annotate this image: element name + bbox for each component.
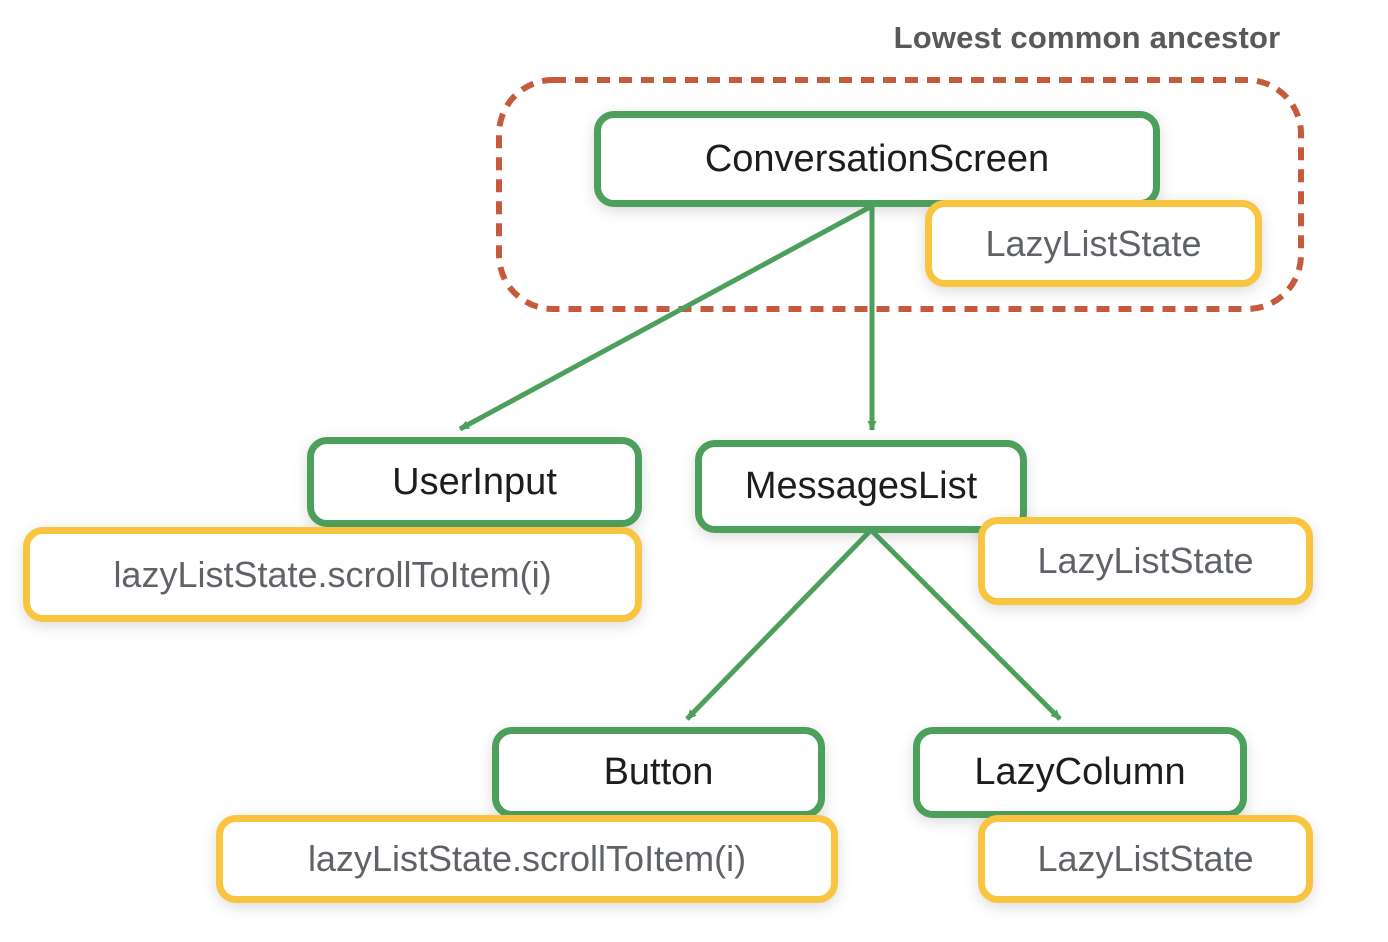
- lowest-common-ancestor-outline: [496, 77, 1304, 312]
- edge-messageslist-lazycolumn: [869, 528, 1062, 721]
- node-button-label: Button: [603, 751, 714, 793]
- node-conversationscreen: ConversationScreen: [594, 111, 1160, 207]
- edge-messageslist-button: [685, 528, 873, 721]
- call-badge-button-label: lazyListState.scrollToItem(i): [307, 838, 747, 879]
- node-messageslist: MessagesList: [695, 440, 1027, 533]
- node-button: Button: [492, 727, 825, 818]
- node-userinput-label: UserInput: [392, 460, 557, 503]
- state-badge-messageslist-label: LazyListState: [1037, 540, 1254, 581]
- state-badge-conversationscreen: LazyListState: [925, 200, 1262, 287]
- edge-conversationscreen-userinput: [458, 204, 872, 432]
- node-messageslist-label: MessagesList: [744, 465, 978, 507]
- state-badge-lazycolumn-label: LazyListState: [1037, 838, 1254, 879]
- state-badge-conversationscreen-label: LazyListState: [985, 222, 1202, 264]
- state-badge-messageslist: LazyListState: [978, 517, 1313, 605]
- node-userinput: UserInput: [307, 437, 642, 527]
- call-badge-button: lazyListState.scrollToItem(i): [216, 815, 838, 903]
- call-badge-userinput: lazyListState.scrollToItem(i): [23, 527, 642, 622]
- node-lazycolumn-label: LazyColumn: [974, 751, 1186, 793]
- call-badge-userinput-label: lazyListState.scrollToItem(i): [113, 553, 552, 595]
- state-badge-lazycolumn: LazyListState: [978, 815, 1313, 903]
- lowest-common-ancestor-label: Lowest common ancestor: [893, 20, 1281, 55]
- node-conversationscreen-label: ConversationScreen: [704, 137, 1050, 180]
- node-lazycolumn: LazyColumn: [913, 727, 1247, 818]
